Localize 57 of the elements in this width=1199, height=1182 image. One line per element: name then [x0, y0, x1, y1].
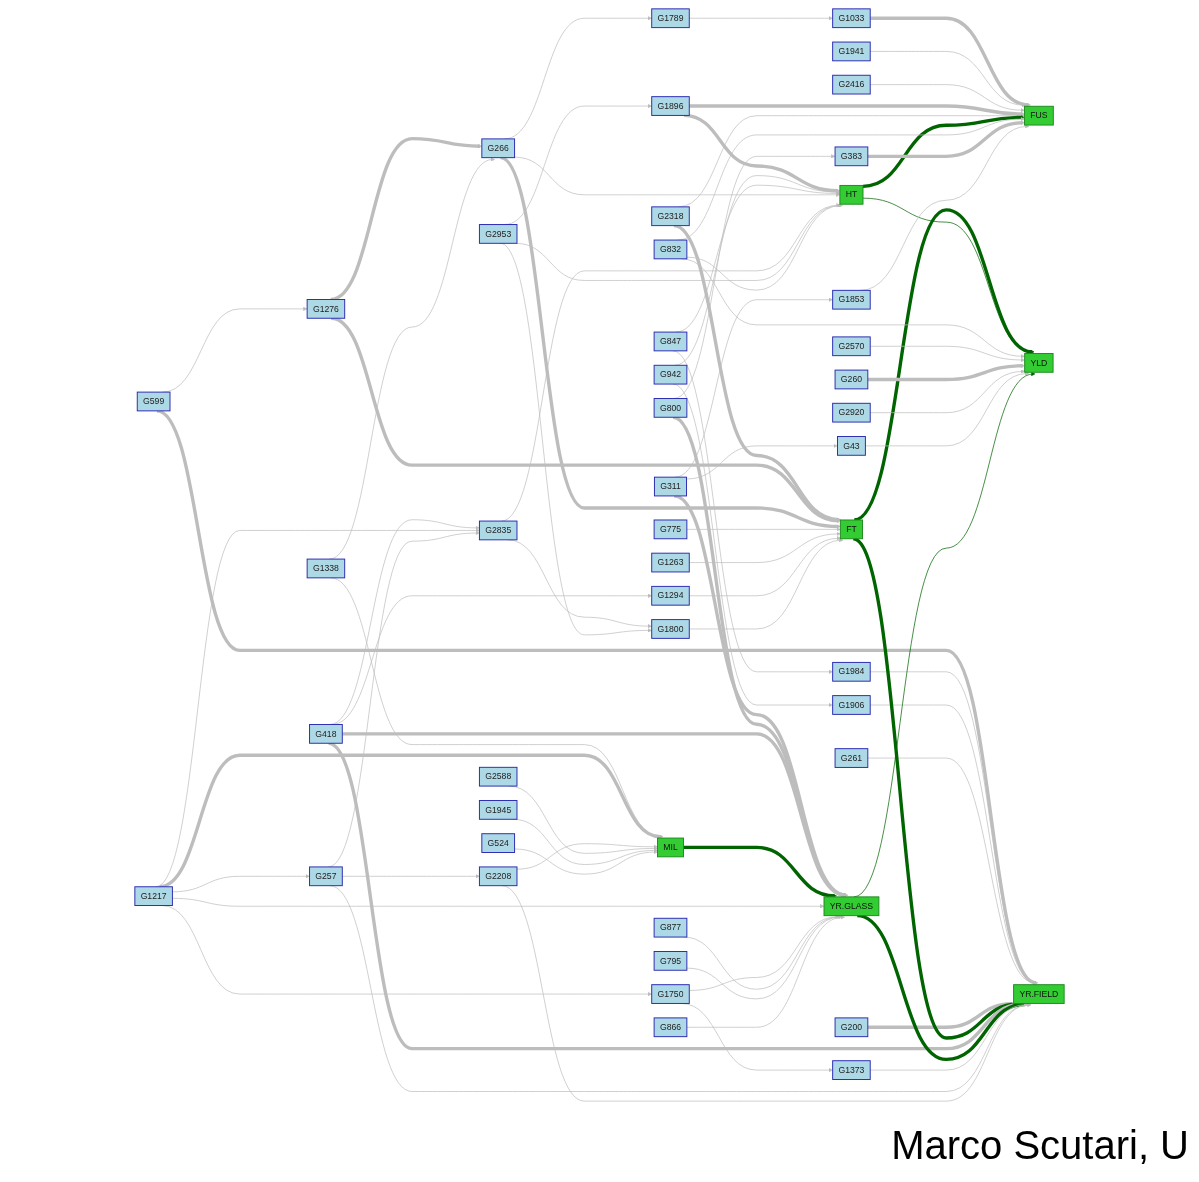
node-box: G1338: [306, 558, 346, 579]
node-box: G795: [653, 951, 688, 971]
arrow: [867, 363, 1025, 382]
node-box: G2208: [478, 866, 518, 887]
node-box: FUS: [1023, 105, 1054, 126]
node-box: G1906: [832, 695, 871, 715]
node-box: MIL: [657, 837, 684, 858]
node-box: G1276: [306, 299, 346, 319]
node-box: G311: [653, 476, 687, 497]
node-box: G1750: [651, 984, 690, 1004]
node-box: G260: [834, 369, 869, 390]
node-box: YLD: [1024, 353, 1054, 373]
node-box: G847: [653, 331, 688, 352]
node-box: G524: [481, 833, 516, 853]
node-box: G2953: [478, 224, 518, 244]
node-box: G200: [834, 1017, 869, 1038]
node-box: G2570: [832, 336, 871, 357]
arrow: [867, 120, 1025, 158]
node-box: G2416: [832, 74, 871, 95]
node-box: G1373: [832, 1060, 871, 1080]
node-box: G1945: [478, 800, 518, 820]
node-box: G418: [309, 724, 343, 744]
node-box: G1294: [651, 585, 690, 606]
node-box: G1800: [651, 619, 690, 639]
node-box: FT: [839, 519, 863, 540]
node-box: G261: [834, 748, 869, 768]
node-box: G2588: [478, 766, 518, 787]
node-box: G257: [309, 866, 343, 887]
node-box: G877: [653, 917, 688, 938]
node-box: G43: [837, 436, 866, 456]
node-box: G1217: [134, 886, 173, 906]
node-box: G832: [653, 239, 688, 260]
node-box: G383: [834, 146, 869, 167]
node-box: G942: [653, 364, 688, 385]
node-box: G1896: [651, 96, 690, 116]
node-box: G866: [653, 1017, 688, 1038]
node-box: G2318: [651, 206, 690, 227]
node-box: G800: [653, 398, 688, 418]
node-box: G1263: [651, 552, 690, 573]
node-box: G1033: [832, 8, 871, 29]
node-box: G2835: [478, 520, 518, 541]
arrow: [689, 104, 1025, 117]
node-box: G775: [653, 519, 688, 540]
node-box: HT: [839, 184, 864, 205]
node-box: G2920: [832, 402, 871, 423]
node-box: YR.FIELD: [1013, 984, 1065, 1004]
node-box: G1789: [651, 8, 690, 29]
arrow: [862, 115, 1025, 189]
arrow: [867, 1001, 1014, 1029]
node-box: G1853: [832, 289, 871, 310]
credit-text: Marco Scutari, U: [891, 1123, 1189, 1168]
node-box: G266: [481, 138, 516, 159]
arrow: [683, 845, 837, 898]
node-box: G599: [136, 391, 171, 412]
node-box: YR.GLASS: [823, 896, 880, 917]
node-box: G1984: [832, 661, 871, 682]
node-box: G1941: [832, 41, 871, 62]
